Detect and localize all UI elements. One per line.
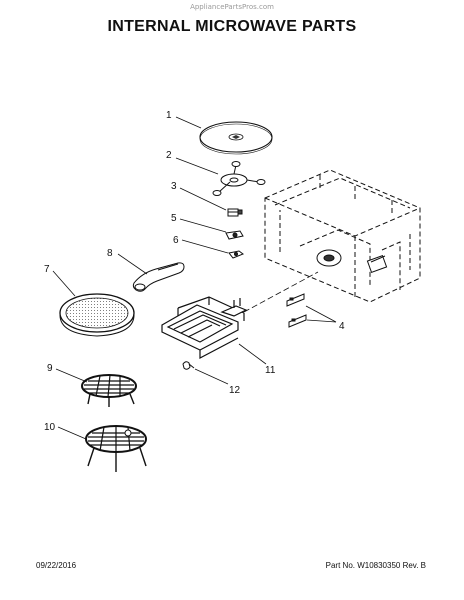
leader-11 — [238, 343, 267, 365]
leader-8 — [117, 253, 148, 275]
mounting-plates — [286, 293, 307, 328]
coupler — [227, 208, 243, 217]
heating-element — [161, 296, 248, 359]
leader-1 — [175, 116, 202, 129]
callout-8: 8 — [107, 248, 113, 259]
callout-2: 2 — [166, 150, 172, 161]
sensor-part — [225, 230, 244, 240]
callout-3: 3 — [171, 181, 177, 192]
leader-2 — [175, 157, 219, 175]
leader-4b — [306, 319, 337, 323]
callout-4: 4 — [339, 321, 345, 332]
small-clip — [182, 361, 195, 370]
leader-10 — [57, 426, 87, 440]
leader-12 — [194, 368, 229, 385]
assembly-dashed-line — [243, 271, 319, 313]
leader-6 — [181, 239, 229, 254]
cavity-details — [316, 249, 388, 274]
leader-4a — [305, 305, 337, 323]
footer-part-number: Part No. W10830350 Rev. B — [325, 561, 426, 570]
low-rack — [81, 374, 137, 407]
bracket-part — [228, 250, 245, 259]
high-rack — [85, 425, 147, 472]
cavity-housing — [264, 169, 421, 303]
handle-part — [132, 262, 185, 292]
callout-5: 5 — [171, 213, 177, 224]
roller-support — [212, 161, 266, 196]
callout-12: 12 — [229, 385, 241, 396]
page-title: INTERNAL MICROWAVE PARTS — [107, 18, 357, 35]
watermark: AppliancePartsPros.com — [190, 3, 274, 11]
callout-6: 6 — [173, 235, 179, 246]
turntable-tray — [199, 121, 273, 155]
leader-7 — [52, 270, 76, 297]
leader-9 — [55, 368, 88, 383]
crisper-pan — [59, 293, 135, 337]
callout-7: 7 — [44, 264, 50, 275]
leader-5 — [179, 218, 227, 233]
callout-10: 10 — [44, 422, 56, 433]
callout-1: 1 — [166, 110, 172, 121]
callout-9: 9 — [47, 363, 53, 374]
callout-11: 11 — [265, 365, 276, 376]
leader-3 — [179, 187, 227, 211]
footer-date: 09/22/2016 — [36, 561, 77, 570]
